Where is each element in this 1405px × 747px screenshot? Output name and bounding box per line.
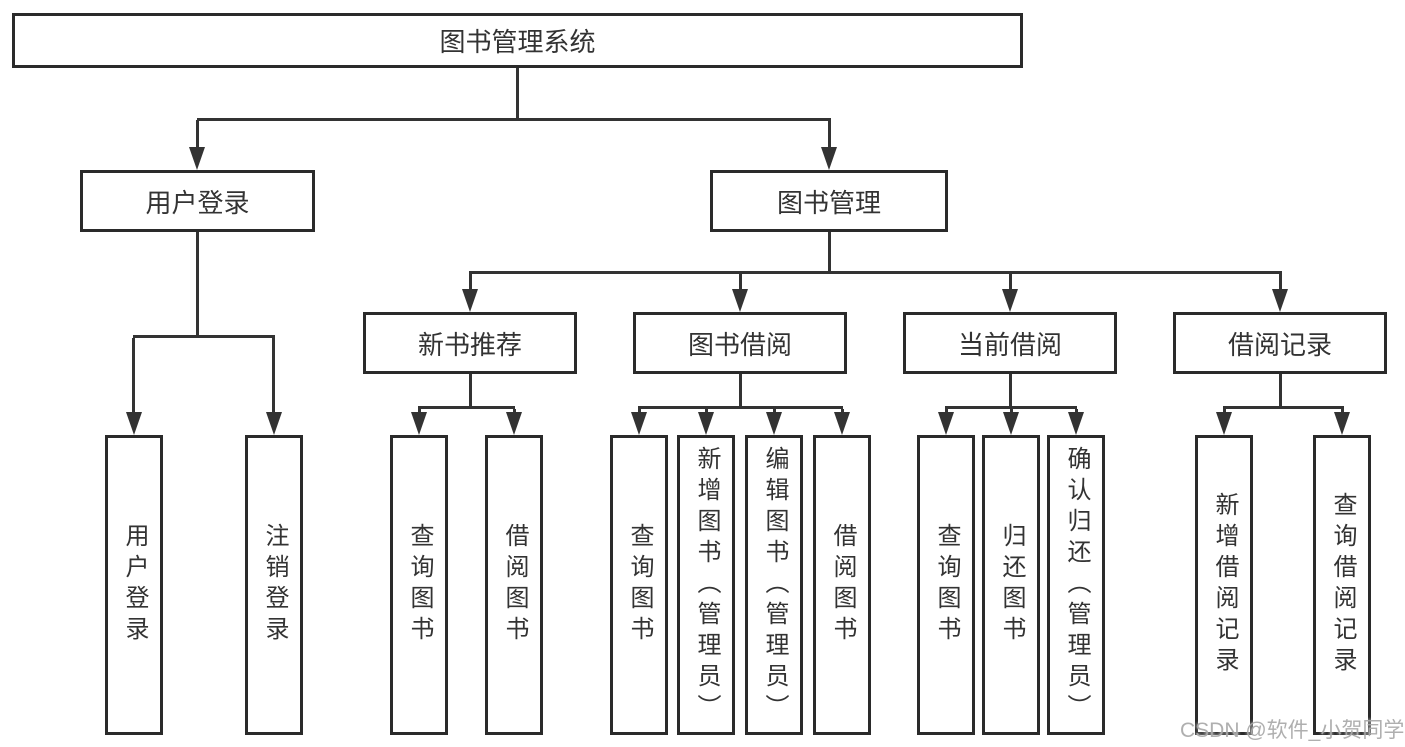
line-drop-leaf-user-login [132,338,135,414]
line-drop-book-borrowing [739,274,742,290]
arrow-borrowing-records-icon [1272,289,1288,312]
line-drop-add-books [705,409,708,414]
node-library-management-system: 图书管理系统 [12,13,1023,68]
leaf-query-books-3-label: 查询图书 [933,523,960,647]
line-drop-current-borrowing [1009,274,1012,290]
arrow-user-login-icon [189,147,205,170]
line-borrowing-records-bus [1223,406,1344,409]
node-book-management: 图书管理 [710,170,948,232]
leaf-add-borrow-record: 新增借阅记录 [1195,435,1253,735]
line-drop-borrowing-records [1279,274,1282,290]
leaf-query-books-3: 查询图书 [917,435,975,735]
node-borrowing-records: 借阅记录 [1173,312,1387,374]
arrow-add-books-icon [698,412,714,435]
line-drop-add-record [1223,409,1226,414]
line-drop-new-book [469,274,472,290]
line-drop-query-record [1341,409,1344,414]
arrow-book-borrowing-icon [732,289,748,312]
leaf-query-borrow-record-label: 查询借阅记录 [1329,492,1356,678]
leaf-borrow-books-1-label: 借阅图书 [501,523,528,647]
line-drop-confirm-return [1075,409,1078,414]
line-level2-bus [197,118,831,121]
line-new-book-bus [418,406,515,409]
line-drop-query-books-3 [945,409,948,414]
leaf-user-login: 用户登录 [105,435,163,735]
arrow-query-record-icon [1334,412,1350,435]
arrow-leaf-user-login-icon [126,412,142,435]
leaf-return-books-label: 归还图书 [998,523,1025,647]
line-book-borrowing-stem [739,374,742,408]
line-user-login-bus [133,335,275,338]
arrow-borrow-books-1-icon [506,412,522,435]
leaf-return-books: 归还图书 [982,435,1040,735]
leaf-edit-books-admin: 编辑图书（管理员） [745,435,803,735]
line-borrowing-records-stem [1279,374,1282,408]
arrow-return-books-icon [1003,412,1019,435]
line-user-login-stem [196,232,199,337]
leaf-query-books-1: 查询图书 [390,435,448,735]
leaf-confirm-return-admin: 确认归还（管理员） [1047,435,1105,735]
line-drop-query-books-2 [638,409,641,414]
arrow-borrow-books-2-icon [834,412,850,435]
leaf-add-books-admin: 新增图书（管理员） [677,435,735,735]
leaf-query-books-2: 查询图书 [610,435,668,735]
line-drop-book-management [828,120,831,148]
leaf-borrow-books-1: 借阅图书 [485,435,543,735]
leaf-add-books-admin-label: 新增图书（管理员） [693,445,720,725]
line-current-borrowing-stem [1009,374,1012,408]
arrow-current-borrowing-icon [1002,289,1018,312]
line-book-borrowing-bus [638,406,843,409]
line-current-borrowing-bus [945,406,1077,409]
node-current-borrowing: 当前借阅 [903,312,1117,374]
line-drop-user-login [196,120,199,148]
line-drop-borrow-books-2 [841,409,844,414]
line-level3-bus [469,271,1282,274]
arrow-confirm-return-icon [1068,412,1084,435]
leaf-query-books-1-label: 查询图书 [406,523,433,647]
leaf-logout-login: 注销登录 [245,435,303,735]
arrow-book-management-icon [821,147,837,170]
line-drop-leaf-logout [272,338,275,414]
line-new-book-stem [469,374,472,408]
leaf-confirm-return-admin-label: 确认归还（管理员） [1063,445,1090,725]
leaf-query-books-2-label: 查询图书 [626,523,653,647]
arrow-query-books-1-icon [411,412,427,435]
line-drop-borrow-books-1 [513,409,516,414]
leaf-user-login-label: 用户登录 [121,523,148,647]
arrow-edit-books-icon [766,412,782,435]
leaf-logout-login-label: 注销登录 [261,523,288,647]
leaf-borrow-books-2-label: 借阅图书 [829,523,856,647]
arrow-query-books-2-icon [631,412,647,435]
line-drop-return-books [1010,409,1013,414]
leaf-add-borrow-record-label: 新增借阅记录 [1211,492,1238,678]
leaf-edit-books-admin-label: 编辑图书（管理员） [761,445,788,725]
line-root-drop [516,68,519,120]
leaf-borrow-books-2: 借阅图书 [813,435,871,735]
arrow-new-book-icon [462,289,478,312]
node-user-login: 用户登录 [80,170,315,232]
watermark: CSDN @软件_小贺同学 [1180,719,1405,742]
line-drop-query-books-1 [418,409,421,414]
node-book-borrowing: 图书借阅 [633,312,847,374]
arrow-query-books-3-icon [938,412,954,435]
node-new-book-recommendation: 新书推荐 [363,312,577,374]
arrow-add-record-icon [1216,412,1232,435]
leaf-query-borrow-record: 查询借阅记录 [1313,435,1371,735]
line-book-management-stem [828,232,831,273]
arrow-leaf-logout-icon [266,412,282,435]
line-drop-edit-books [773,409,776,414]
